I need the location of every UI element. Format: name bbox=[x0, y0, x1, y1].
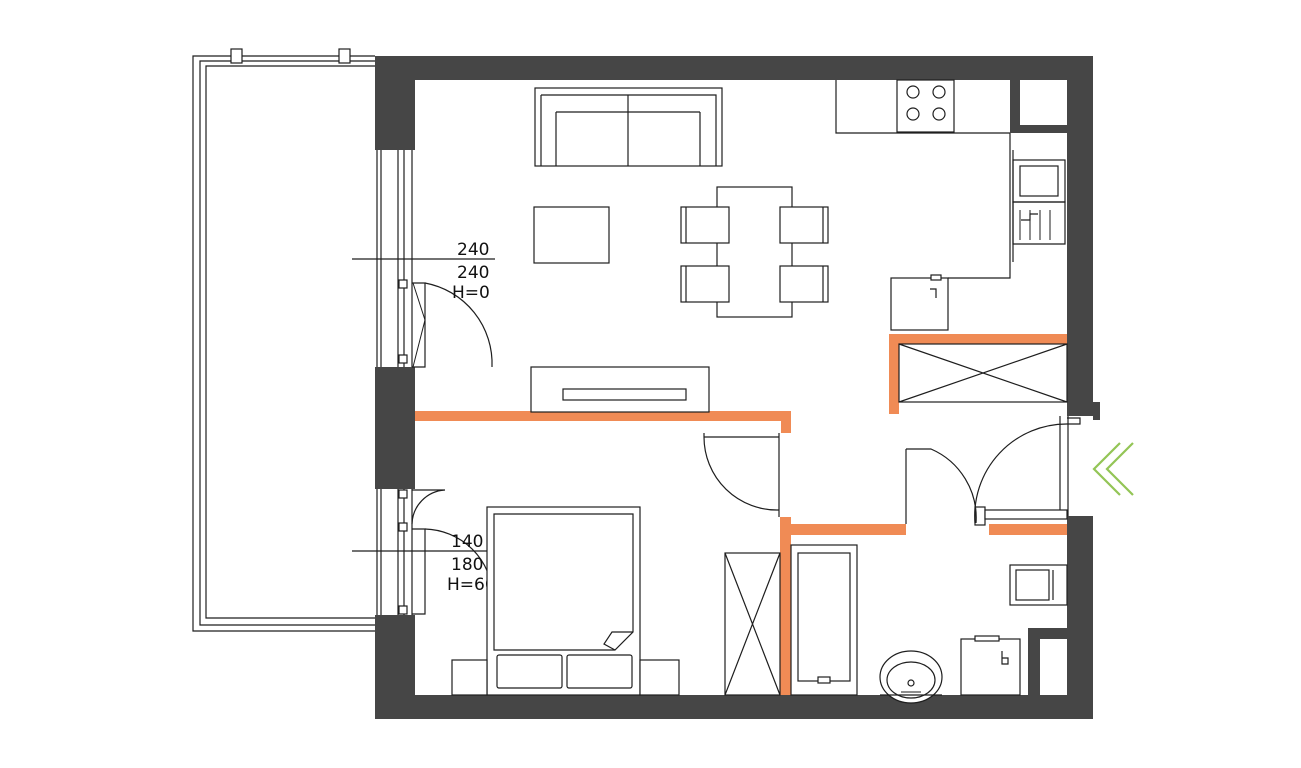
window-bedroom-width: 140 bbox=[451, 532, 483, 552]
bedroom-wardrobe bbox=[724, 552, 781, 696]
dining-chair bbox=[680, 206, 730, 244]
entry-chevron-icon bbox=[1092, 442, 1134, 496]
kitchen bbox=[835, 79, 1066, 331]
bathtub bbox=[790, 544, 858, 696]
dining-chair bbox=[779, 206, 829, 244]
nightstand bbox=[639, 659, 680, 696]
bathroom-door bbox=[906, 448, 977, 524]
window-bedroom-height: 180 bbox=[451, 555, 483, 575]
window-living-sill: H=0 bbox=[452, 283, 490, 303]
window-living bbox=[352, 150, 495, 368]
window-bedroom bbox=[352, 489, 495, 615]
balcony bbox=[192, 48, 375, 632]
washing-machine bbox=[960, 635, 1021, 696]
dining-chair bbox=[779, 265, 829, 303]
balcony-bracket bbox=[338, 48, 351, 64]
bedroom-door bbox=[703, 433, 780, 511]
window-bedroom-sill: H=60 bbox=[447, 575, 496, 595]
sink-icon bbox=[1012, 159, 1066, 245]
fridge bbox=[890, 274, 949, 331]
sofa bbox=[534, 87, 723, 167]
new-partitions bbox=[415, 334, 1067, 695]
dining-set bbox=[680, 186, 829, 318]
tv-unit bbox=[530, 366, 710, 413]
window-living-width: 240 bbox=[457, 240, 489, 260]
balcony-bracket bbox=[230, 48, 243, 64]
dining-chair bbox=[680, 265, 730, 303]
window-swing-arc bbox=[424, 282, 493, 368]
washbasin-icon bbox=[879, 650, 943, 704]
window-sash bbox=[412, 282, 426, 368]
window-living-height: 240 bbox=[457, 263, 489, 283]
hall-wardrobe bbox=[898, 343, 1068, 403]
nightstand bbox=[451, 659, 488, 696]
entrance-door bbox=[974, 417, 1081, 526]
bed bbox=[486, 506, 641, 696]
window-swing-arc bbox=[411, 489, 446, 525]
exterior-walls bbox=[375, 56, 1100, 719]
bathroom-cabinet bbox=[1009, 564, 1068, 606]
coffee-table bbox=[533, 206, 610, 264]
inner-lines bbox=[778, 416, 1069, 524]
hob-icon bbox=[896, 79, 955, 133]
